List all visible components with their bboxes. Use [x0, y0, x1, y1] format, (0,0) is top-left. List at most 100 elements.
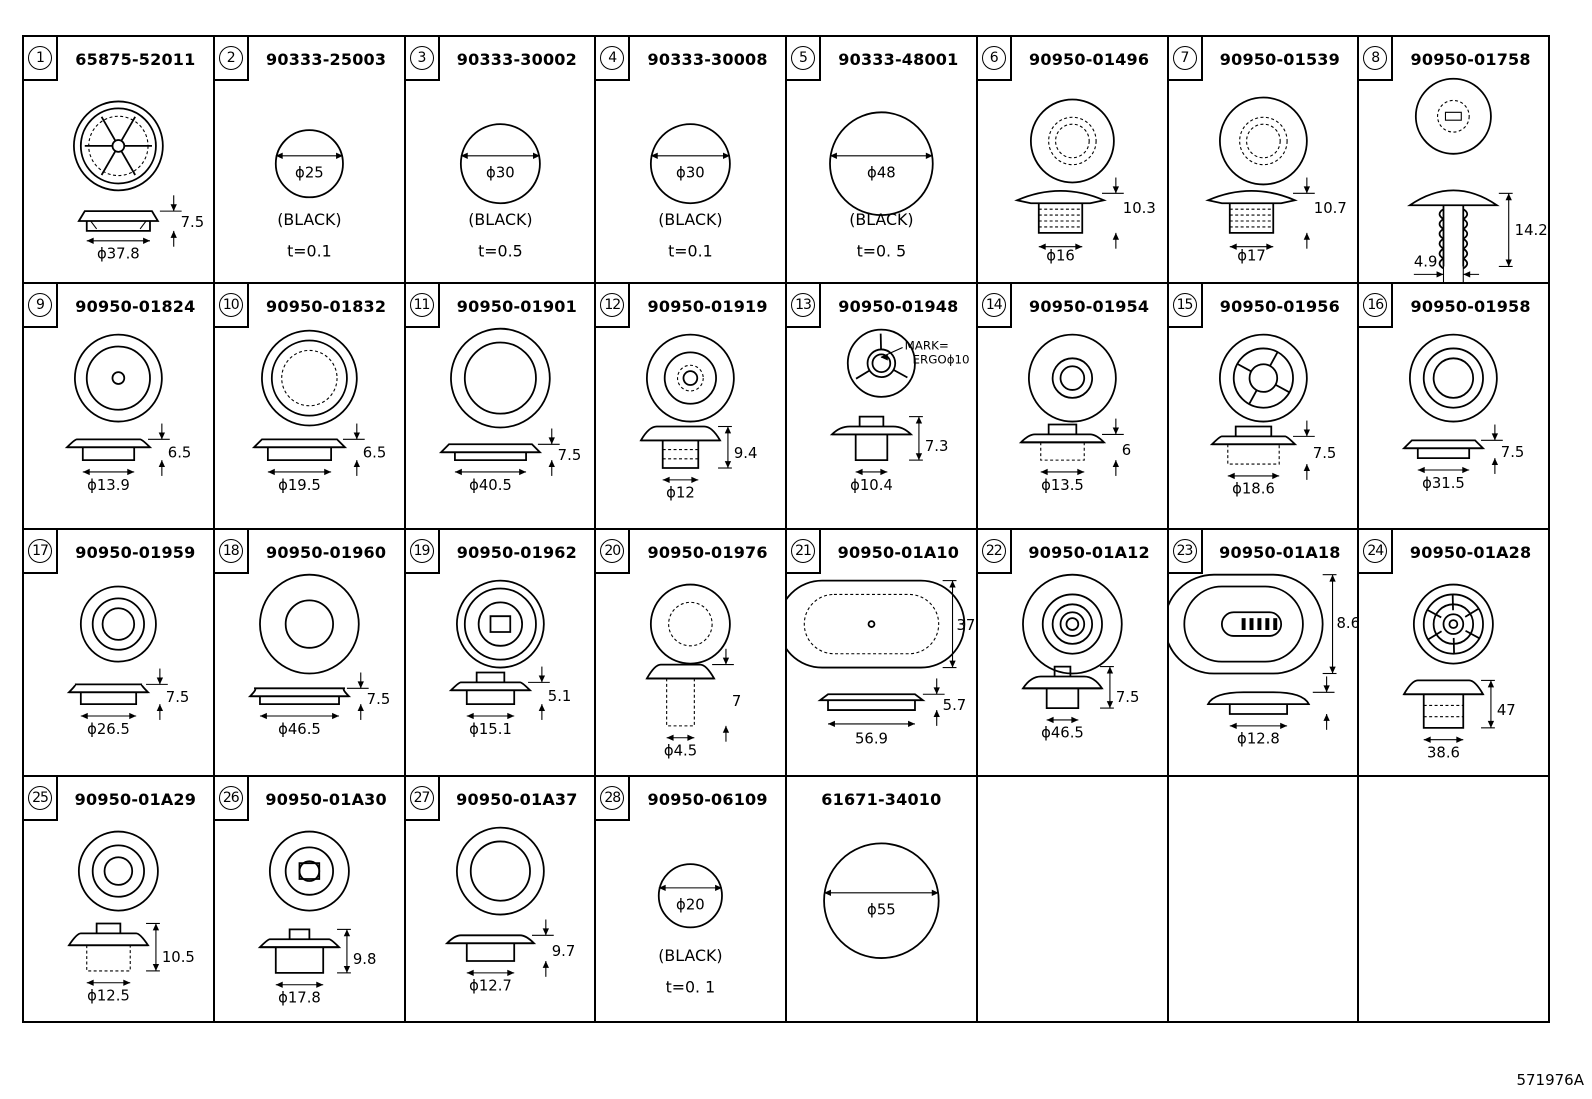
height-label: 7.5	[1501, 444, 1525, 461]
height-label: 7.5	[557, 447, 581, 464]
outer-ring	[1409, 333, 1498, 422]
arrowhead	[275, 152, 283, 159]
item-number: 1	[28, 46, 52, 70]
arrowhead	[1112, 232, 1119, 240]
arrowhead	[659, 884, 666, 891]
diameter-label: ϕ15.1	[469, 721, 512, 738]
center-square	[489, 615, 511, 633]
arrowhead	[343, 965, 350, 973]
outer-ring	[79, 585, 157, 663]
arrowhead	[723, 152, 731, 159]
outer-ring	[1021, 573, 1123, 675]
inner-ring	[280, 349, 338, 406]
inner-ring	[270, 339, 348, 417]
inner-ring	[1432, 356, 1475, 399]
part-number: 90950-01758	[1410, 50, 1531, 69]
slot	[1445, 111, 1463, 121]
diameter-label: ϕ25	[295, 165, 324, 182]
color-note: (BLACK)	[277, 210, 341, 229]
diameter-label: ϕ13.9	[87, 476, 130, 493]
arrowhead	[855, 468, 863, 475]
diameter-label: ϕ55	[867, 901, 896, 918]
arrowhead	[152, 963, 160, 971]
barb	[1438, 257, 1469, 270]
arrowhead	[949, 580, 956, 588]
arrowhead	[542, 960, 549, 968]
body-profile	[86, 944, 131, 971]
inner-ring	[1051, 603, 1093, 645]
item-number-box: 11	[405, 283, 440, 328]
item-number-box: 15	[1168, 283, 1203, 328]
seal-disc	[459, 123, 541, 205]
arrowhead	[1303, 463, 1310, 471]
arrowhead	[1491, 457, 1499, 465]
arrowhead	[1488, 720, 1495, 728]
item-number-box: 27	[405, 776, 440, 821]
body-profile	[1045, 688, 1079, 709]
part-number: 90950-06109	[647, 789, 768, 809]
inner-ring	[664, 351, 718, 405]
outer-ring	[846, 328, 916, 398]
outer-ring	[1027, 333, 1117, 422]
flange-profile	[66, 683, 151, 694]
arrowhead	[156, 677, 164, 685]
part-number: 90950-01496	[1029, 50, 1150, 69]
arrowhead	[1322, 714, 1330, 721]
inner-ring	[298, 859, 320, 882]
inner-ring	[1041, 593, 1103, 655]
part-number: 90333-25003	[266, 50, 387, 69]
outline-circle	[111, 139, 126, 153]
item-number-box: 19	[405, 530, 440, 574]
inner-ring	[1442, 613, 1465, 635]
arrowhead	[1303, 186, 1310, 194]
body-profile	[1039, 441, 1085, 461]
item-number: 12	[600, 292, 625, 317]
flange-profile	[829, 425, 914, 435]
height-label: 37.5	[956, 617, 975, 634]
height-label: 6.5	[168, 444, 192, 461]
body-profile	[266, 446, 332, 461]
body-profile	[854, 433, 889, 461]
item-number: 27	[409, 785, 434, 810]
item-number: 6	[981, 46, 1006, 70]
arrowhead	[949, 660, 956, 668]
body-profile	[827, 700, 916, 711]
arrowhead	[353, 459, 360, 467]
seal-disc	[274, 129, 344, 199]
height-label: 5.7	[943, 697, 967, 714]
color-note: (BLACK)	[659, 210, 723, 229]
mark-note: MARK=	[905, 338, 949, 352]
arrowhead	[931, 889, 939, 896]
item-number: 4	[600, 46, 625, 70]
slot-tooth	[1241, 618, 1246, 631]
arrowhead	[666, 734, 674, 741]
boss-profile	[95, 922, 122, 933]
oval-inner	[803, 593, 940, 655]
boss-profile	[858, 415, 885, 427]
arrowhead	[335, 152, 343, 159]
slot-tooth	[1249, 618, 1253, 631]
flange-profile	[251, 437, 347, 448]
empty-cell	[977, 776, 1169, 1023]
item-number: 5	[791, 46, 815, 70]
cap-profile	[1206, 691, 1310, 706]
spoke	[1274, 383, 1290, 393]
item-number: 11	[409, 292, 434, 317]
seal-disc	[650, 123, 732, 205]
arrowhead	[824, 889, 831, 896]
item-number-box: 16	[1359, 283, 1394, 328]
barb	[1438, 218, 1469, 230]
arrowhead	[908, 720, 915, 728]
part-drawing: ϕ48(BLACK)t=0. 5	[829, 111, 934, 261]
outer-ring	[268, 830, 350, 912]
arrowhead	[1436, 271, 1444, 278]
arrowhead	[662, 476, 670, 483]
